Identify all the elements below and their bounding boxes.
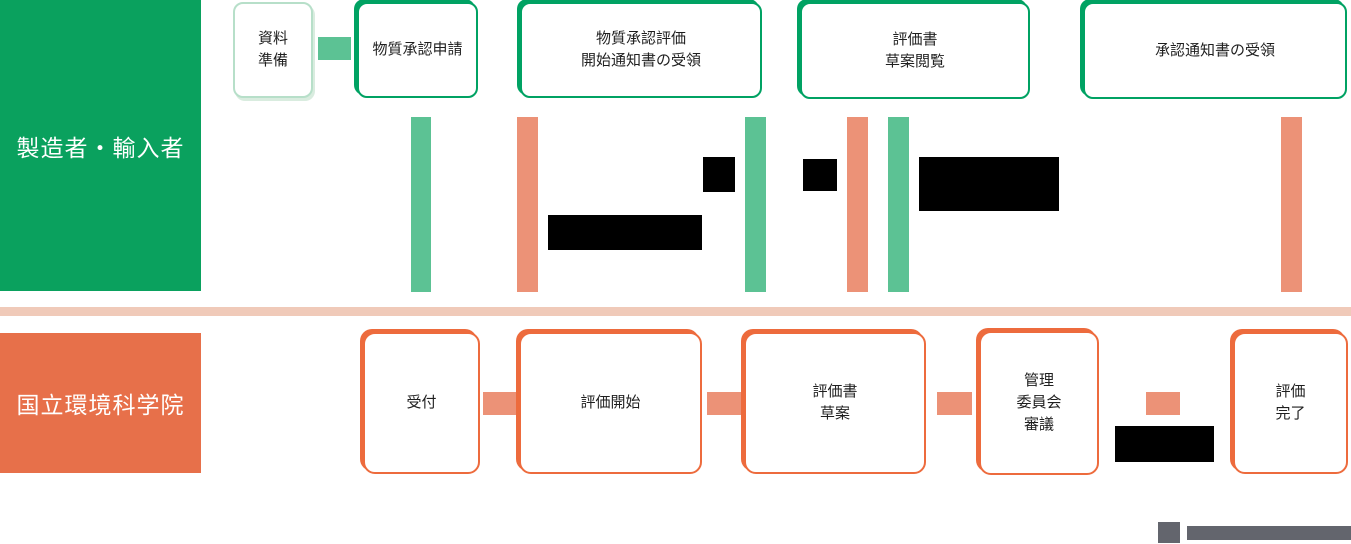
- redacted-text-block-2: [803, 159, 837, 191]
- node-evaluation-complete: 評価 完了: [1233, 332, 1348, 474]
- redacted-text-block-5: [1115, 426, 1214, 462]
- connector-draft-to-committee: [937, 392, 972, 415]
- node-draft-report: 評価書 草案: [744, 332, 926, 474]
- node-substance-approval-application: 物質承認申請: [357, 2, 478, 98]
- legend-color-swatch: [1158, 522, 1180, 543]
- node-draft-report-label: 評価書 草案: [812, 383, 858, 422]
- lane-manufacturer-label: 製造者・輸入者: [16, 134, 185, 161]
- node-prepare-documents: 資料 準備: [233, 2, 313, 98]
- legend-redacted-label: [1187, 526, 1351, 540]
- node-evaluation-start-label: 評価開始: [580, 394, 641, 412]
- flow-bar-draft-notice-up: [847, 117, 868, 292]
- lane-national-institute: 国立環境科学院: [0, 333, 201, 473]
- flow-bar-start-notice-up: [517, 117, 538, 292]
- node-reception: 受付: [363, 332, 480, 474]
- node-evaluation-start: 評価開始: [519, 332, 702, 474]
- node-receive-evaluation-start-notice: 物質承認評価 開始通知書の受領: [520, 2, 762, 98]
- node-substance-approval-application-label: 物質承認申請: [372, 41, 463, 59]
- node-reception-label: 受付: [406, 394, 437, 412]
- lane-manufacturer-importer: 製造者・輸入者: [0, 0, 201, 291]
- connector-prepare-to-apply: [318, 37, 351, 60]
- connector-start-to-draft: [707, 392, 742, 415]
- flow-bar-comments-down: [888, 117, 909, 292]
- redacted-text-block-1: [703, 157, 735, 192]
- connector-reception-to-start: [483, 392, 516, 415]
- redacted-text-block-3: [548, 215, 702, 250]
- node-review-draft-report: 評価書 草案閲覧: [800, 2, 1030, 99]
- connector-committee-to-complete: [1146, 392, 1180, 415]
- node-evaluation-complete-label: 評価 完了: [1275, 383, 1306, 422]
- flow-bar-response-down: [745, 117, 766, 292]
- node-receive-approval-notice: 承認通知書の受領: [1083, 2, 1347, 99]
- node-management-committee-review-label: 管理 委員会 審議: [1016, 372, 1062, 433]
- node-prepare-documents-label: 資料 準備: [257, 30, 288, 69]
- redacted-text-block-4: [919, 157, 1059, 211]
- lane-institute-label: 国立環境科学院: [16, 392, 185, 418]
- flow-bar-application-down: [411, 117, 431, 292]
- node-review-draft-report-label: 評価書 草案閲覧: [884, 30, 945, 70]
- flow-bar-approval-notice-up: [1281, 117, 1302, 292]
- node-management-committee-review: 管理 委員会 審議: [979, 331, 1099, 475]
- lane-separator: [0, 307, 1351, 316]
- node-receive-evaluation-start-notice-label: 物質承認評価 開始通知書の受領: [580, 30, 701, 69]
- node-receive-approval-notice-label: 承認通知書の受領: [1154, 41, 1275, 59]
